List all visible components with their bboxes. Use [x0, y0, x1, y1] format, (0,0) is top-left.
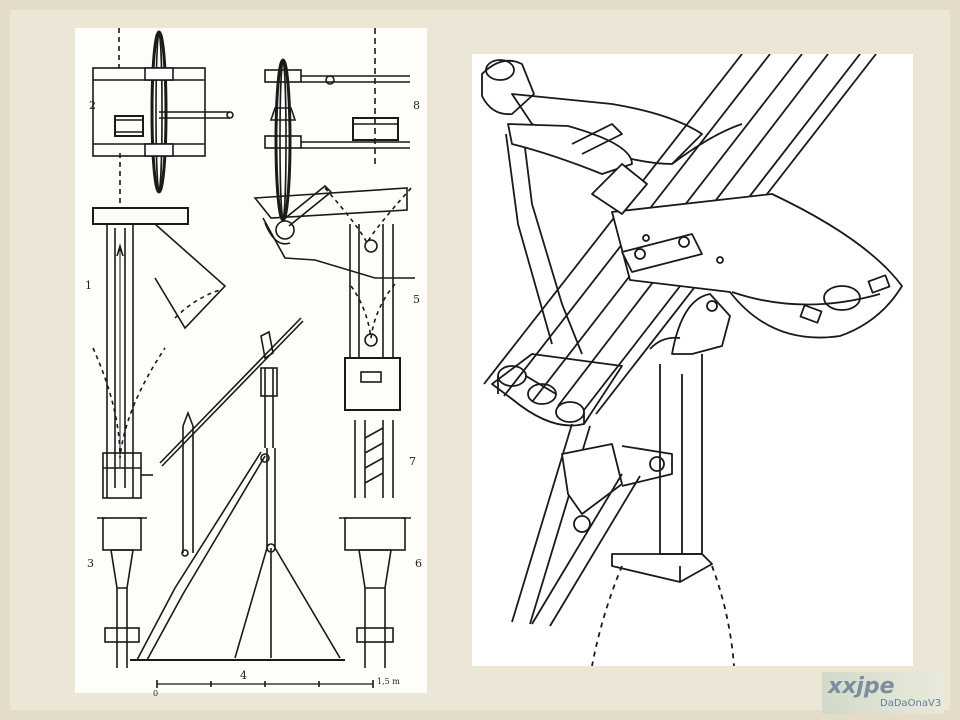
rail-carriage	[621, 233, 703, 273]
fig-6-post-bracket	[339, 517, 411, 668]
fig-label-8: 8	[413, 99, 420, 112]
fig-2-wheel-assembly	[92, 28, 234, 194]
post-bracket	[649, 293, 731, 355]
roller-assembly	[491, 353, 623, 427]
left-technical-drawing: 2 8 1 5 7 3 6 4 0 1,5 m	[75, 28, 427, 698]
watermark-logo: xxjpe DaDaOnaV3	[822, 672, 944, 714]
fig-label-3: 3	[87, 557, 94, 570]
fig-label-1: 1	[85, 279, 92, 292]
right-drawing-svg	[481, 54, 903, 666]
cross-beam	[611, 193, 903, 339]
fig-label-5: 5	[413, 293, 420, 306]
scale-start: 0	[153, 689, 159, 698]
fig-8-wheel-side	[264, 28, 410, 222]
fig-label-4: 4	[240, 669, 247, 682]
watermark-sub: DaDaOnaV3	[880, 698, 942, 709]
fig-1-column-front	[92, 153, 227, 499]
watermark-brand: xxjpe	[828, 674, 895, 699]
fig-label-7: 7	[409, 455, 416, 468]
main-post	[591, 354, 735, 666]
fig-3-post-bracket	[97, 517, 147, 668]
scale-end: 1,5 m	[377, 677, 400, 686]
upper-clamp	[481, 59, 743, 355]
right-perspective-drawing	[472, 54, 913, 666]
left-drawing-svg	[92, 28, 415, 688]
fig-5-column-side	[253, 184, 415, 411]
fig-label-2: 2	[89, 99, 96, 112]
fig-4-tripod-frame	[130, 317, 345, 661]
lower-brace	[511, 423, 673, 627]
fig-7-ladder-detail	[354, 420, 394, 498]
scale-bar	[156, 680, 374, 688]
fig-label-6: 6	[415, 557, 422, 570]
